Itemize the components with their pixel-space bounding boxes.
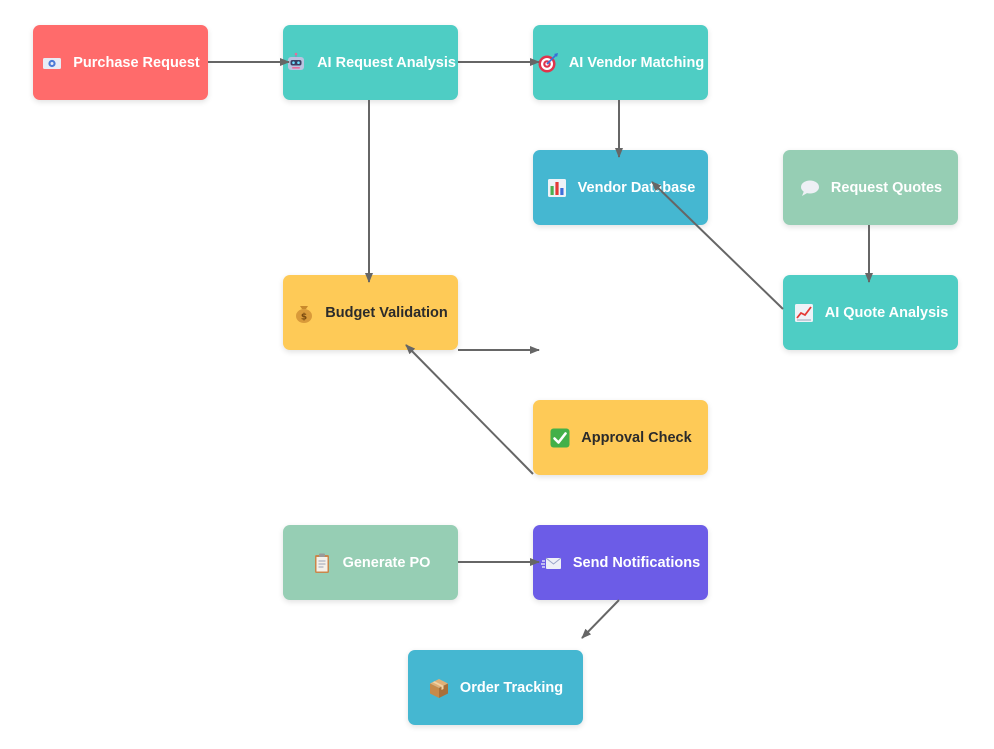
clipboard-icon	[311, 552, 333, 574]
node-label: Generate PO	[342, 554, 431, 571]
node-ai-request-analysis[interactable]: AI Request Analysis	[283, 25, 458, 100]
package-icon	[428, 677, 450, 699]
node-approval-check[interactable]: Approval Check	[533, 400, 708, 475]
edge-approval-check-to-budget-validation	[405, 344, 534, 475]
check-mark-icon	[549, 427, 571, 449]
node-label: AI Request Analysis	[317, 54, 456, 71]
inbox-tray-icon	[41, 52, 63, 74]
node-budget-validation[interactable]: $ Budget Validation	[283, 275, 458, 350]
node-label: Vendor Database	[577, 179, 696, 196]
node-label: AI Quote Analysis	[824, 304, 949, 321]
bar-chart-icon	[546, 177, 568, 199]
mail-icon	[540, 552, 563, 574]
node-generate-po[interactable]: Generate PO	[283, 525, 458, 600]
target-icon	[537, 52, 559, 74]
svg-text:$: $	[301, 312, 307, 322]
node-label: Budget Validation	[325, 304, 448, 321]
node-label: Order Tracking	[459, 679, 564, 696]
edge-send-notifications-to-order-tracking	[581, 599, 620, 639]
node-send-notifications[interactable]: Send Notifications	[533, 525, 708, 600]
money-bag-icon: $	[293, 302, 315, 324]
node-label: Purchase Request	[73, 54, 200, 71]
speech-bubble-icon	[799, 177, 821, 199]
robot-icon	[285, 52, 307, 74]
trend-chart-icon	[793, 302, 815, 324]
node-label: Send Notifications	[572, 554, 701, 571]
node-order-tracking[interactable]: Order Tracking	[408, 650, 583, 725]
node-label: Request Quotes	[830, 179, 943, 196]
node-vendor-database[interactable]: Vendor Database	[533, 150, 708, 225]
node-ai-quote-analysis[interactable]: AI Quote Analysis	[783, 275, 958, 350]
node-ai-vendor-matching[interactable]: AI Vendor Matching	[533, 25, 708, 100]
node-label: Approval Check	[581, 429, 692, 446]
node-request-quotes[interactable]: Request Quotes	[783, 150, 958, 225]
node-purchase-request[interactable]: Purchase Request	[33, 25, 208, 100]
node-label: AI Vendor Matching	[568, 54, 705, 71]
